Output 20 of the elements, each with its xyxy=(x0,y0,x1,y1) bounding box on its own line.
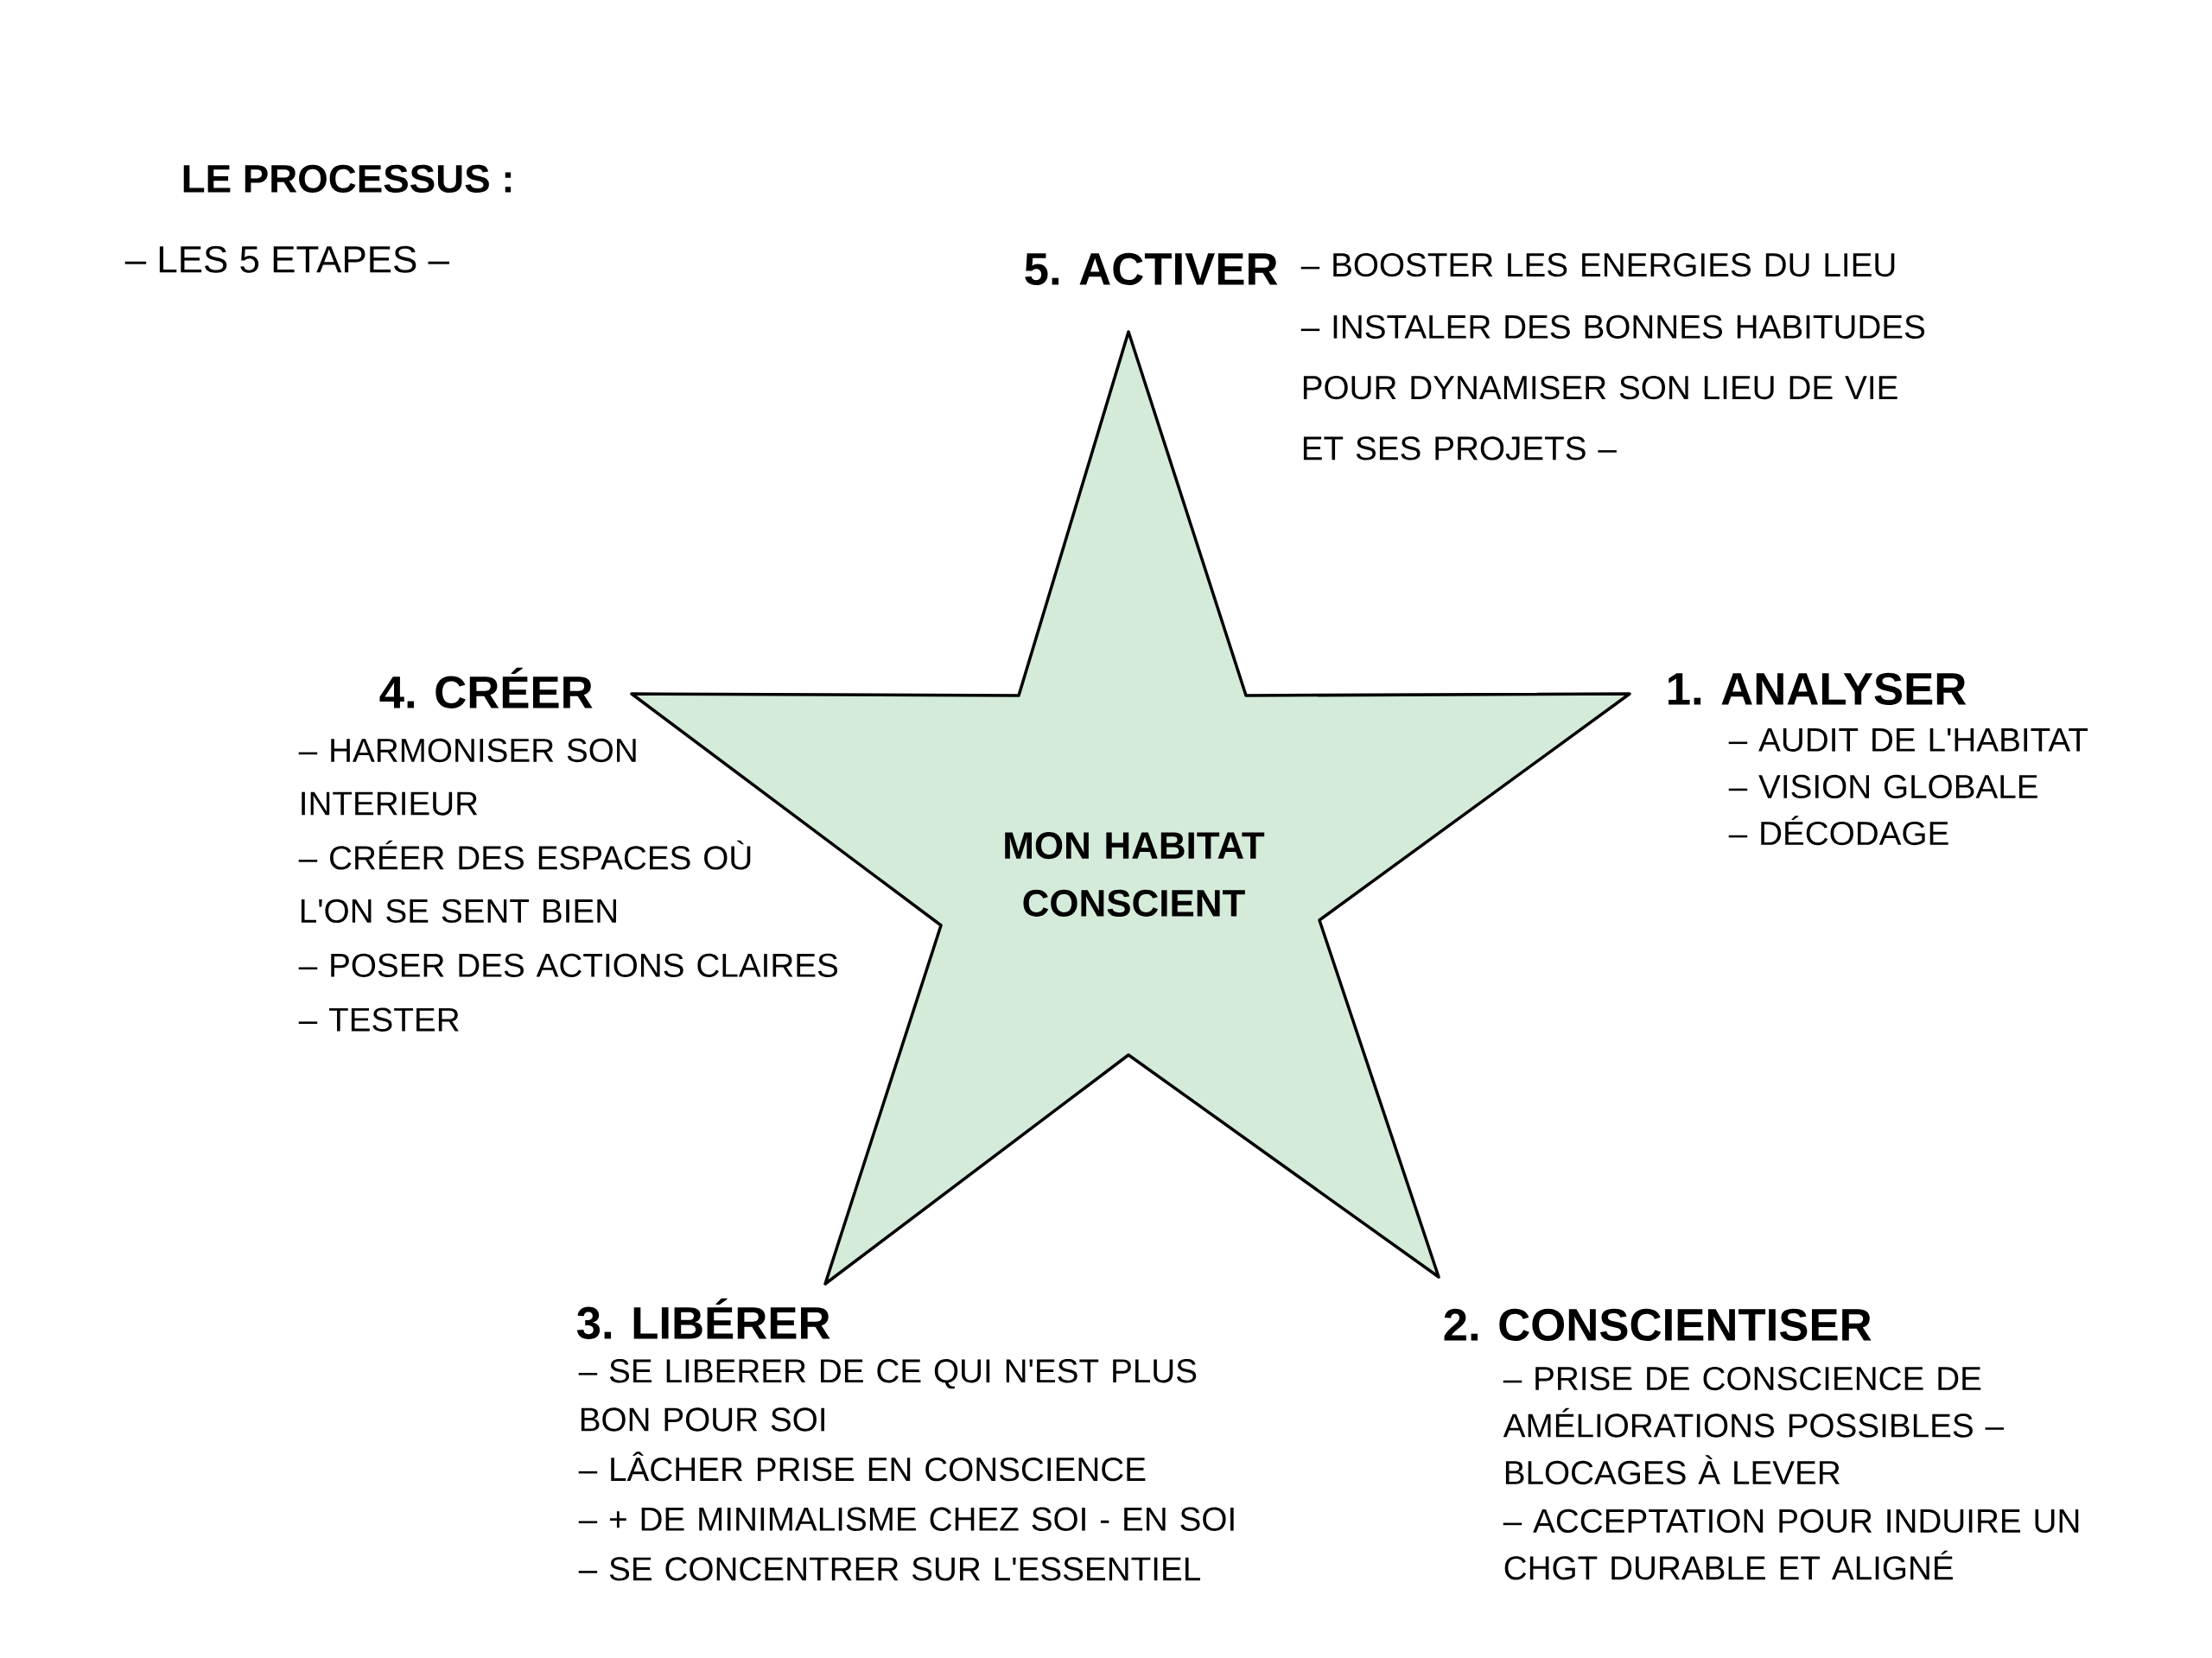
list-item: – DÉCODAGE xyxy=(1728,816,1948,846)
list-item: – ACCEPTATION POUR INDUIRE UN CHGT DURABLE ET ALIGNÉ xyxy=(1503,1509,2079,1580)
step-heading: 5. ACTIVER xyxy=(1025,252,1278,285)
list-item: – SE CONCENTRER SUR L'ESSENTIEL xyxy=(578,1557,1200,1581)
list-item: – SE LIBERER DE CE QUI N'EST PLUS BON POUR SOI xyxy=(578,1359,1197,1432)
list-item: – CRÉER DES ESPACES OÙ L'ON SE SENT BIEN xyxy=(298,840,751,924)
list-item: – INSTALER DES BONNES HABITUDES POUR DYNAMISER SON LIEU DE VIE ET SES PROJETS – xyxy=(1300,314,1925,461)
list-item: – BOOSTER LES ENERGIES DU LIEU xyxy=(1300,252,1895,277)
title: LE PROCESSUS : xyxy=(183,164,512,194)
subtitle: – LES 5 ETAPES – xyxy=(124,245,449,273)
list-item: – AUDIT DE L'HABITAT xyxy=(1728,728,2088,752)
list-item: – TESTER xyxy=(298,1007,459,1032)
step-heading: 3. LIBÉRER xyxy=(576,1298,830,1340)
list-item: – LÂCHER PRISE EN CONSCIENCE xyxy=(578,1452,1146,1482)
list-item: – PRISE DE CONSCIENCE DE AMÉLIORATIONS POSSIBLES – BLOCAGES À LEVER xyxy=(1503,1366,2005,1485)
list-item: – POSER DES ACTIONS CLAIRES xyxy=(298,953,838,977)
list-item: – VISION GLOBALE xyxy=(1728,774,2037,799)
step-heading: 2. CONSCIENTISER xyxy=(1444,1308,1872,1341)
list-item: – HARMONISER SON INTERIEUR xyxy=(298,738,636,816)
list-item: – + DE MINIMALISME CHEZ SOI - EN SOI xyxy=(578,1507,1234,1531)
